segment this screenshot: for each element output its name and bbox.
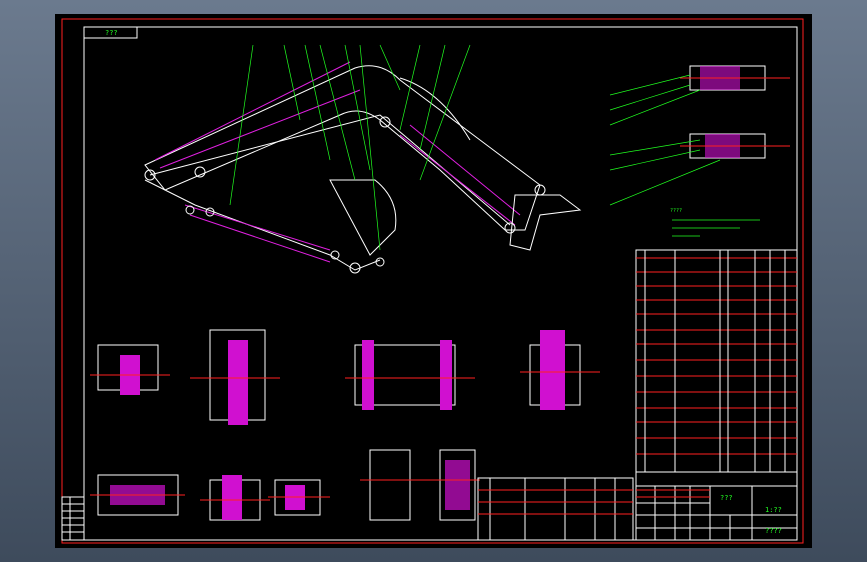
section-views-middle [90,329,600,425]
technical-notes-heading: ???? [670,208,682,214]
bottom-parts-table [477,477,634,541]
bucket-outline [329,179,397,256]
title-block-company: ???? [765,527,782,535]
title-block [635,471,798,541]
sheet-label-box [83,26,138,39]
title-block-drawing-name: ??? [720,494,733,502]
technical-notes-lines [672,219,760,237]
outer-border [61,18,804,544]
pin-detail-top-right [609,65,790,206]
section-views-bottom [90,449,480,521]
boom-arm-assembly [144,44,582,274]
sheet-label: ??? [105,29,118,37]
drawing-sheet [55,14,812,548]
title-block-scale: 1:?? [765,506,782,514]
